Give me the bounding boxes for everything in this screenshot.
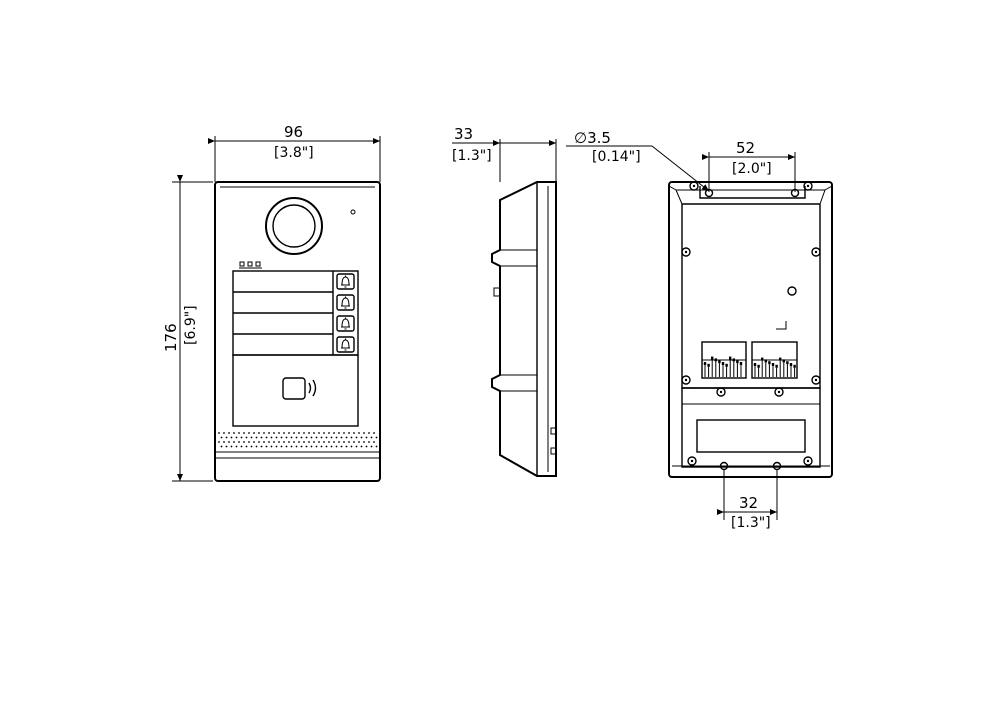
width-mm-label: 96 [284,123,303,141]
height-dimension: 176 [6.9"] [162,175,213,482]
screw [687,456,697,466]
hole-dia-label: ∅3.5 [574,129,611,147]
height-inch-label: [6.9"] [183,305,199,345]
mounting-hole [790,188,800,198]
microphone-hole [350,209,356,215]
screw [803,181,813,191]
screw [811,375,821,385]
bottom-spacing-mm-label: 32 [739,494,758,512]
camera-lens [265,197,323,255]
bell-icon [341,275,350,288]
depth-inch-label: [1.3"] [452,148,492,164]
terminal-block [701,341,798,379]
top-spacing-dimension: 52 [2.0"] [702,139,796,192]
mounting-hole [772,461,782,471]
side-view: 33 [1.3"] [452,125,557,477]
speaker-grille [218,432,378,448]
call-button [336,294,355,311]
bottom-spacing-inch-label: [1.3"] [731,515,771,531]
status-indicators [239,261,262,269]
screw [681,247,691,257]
front-view: 96 [3.8"] 176 [6.9"] [162,123,381,482]
back-housing-outline [668,181,833,478]
top-spacing-mm-label: 52 [736,139,755,157]
call-button [336,336,355,353]
width-inch-label: [3.8"] [274,145,314,161]
bell-icon [341,317,350,330]
mounting-hole [704,188,714,198]
back-view: ∅3.5 [0.14"] 52 [2.0"] [566,129,833,531]
card-reader-icon [282,377,317,400]
screw [716,387,726,397]
bell-icon [341,296,350,309]
screw [803,456,813,466]
card-reader-area [232,354,359,427]
depth-dimension: 33 [1.3"] [452,125,557,182]
cable-opening [696,419,806,453]
call-button [336,315,355,332]
width-dimension: 96 [3.8"] [208,123,381,182]
side-profile [491,181,557,477]
bottom-spacing-dimension: 32 [1.3"] [717,461,782,531]
hole-dia-inch-label: [0.14"] [592,149,641,165]
hole-diameter-callout: ∅3.5 [0.14"] [566,129,710,192]
depth-mm-label: 33 [454,125,473,143]
mounting-hole [719,461,729,471]
call-button-panel [232,270,359,356]
screw [689,181,699,191]
bell-icon [341,338,350,351]
front-panel-outline [214,181,381,482]
screw [811,247,821,257]
screw [681,375,691,385]
screw [774,387,784,397]
top-spacing-inch-label: [2.0"] [732,161,772,177]
call-button [336,273,355,290]
height-mm-label: 176 [162,323,180,352]
